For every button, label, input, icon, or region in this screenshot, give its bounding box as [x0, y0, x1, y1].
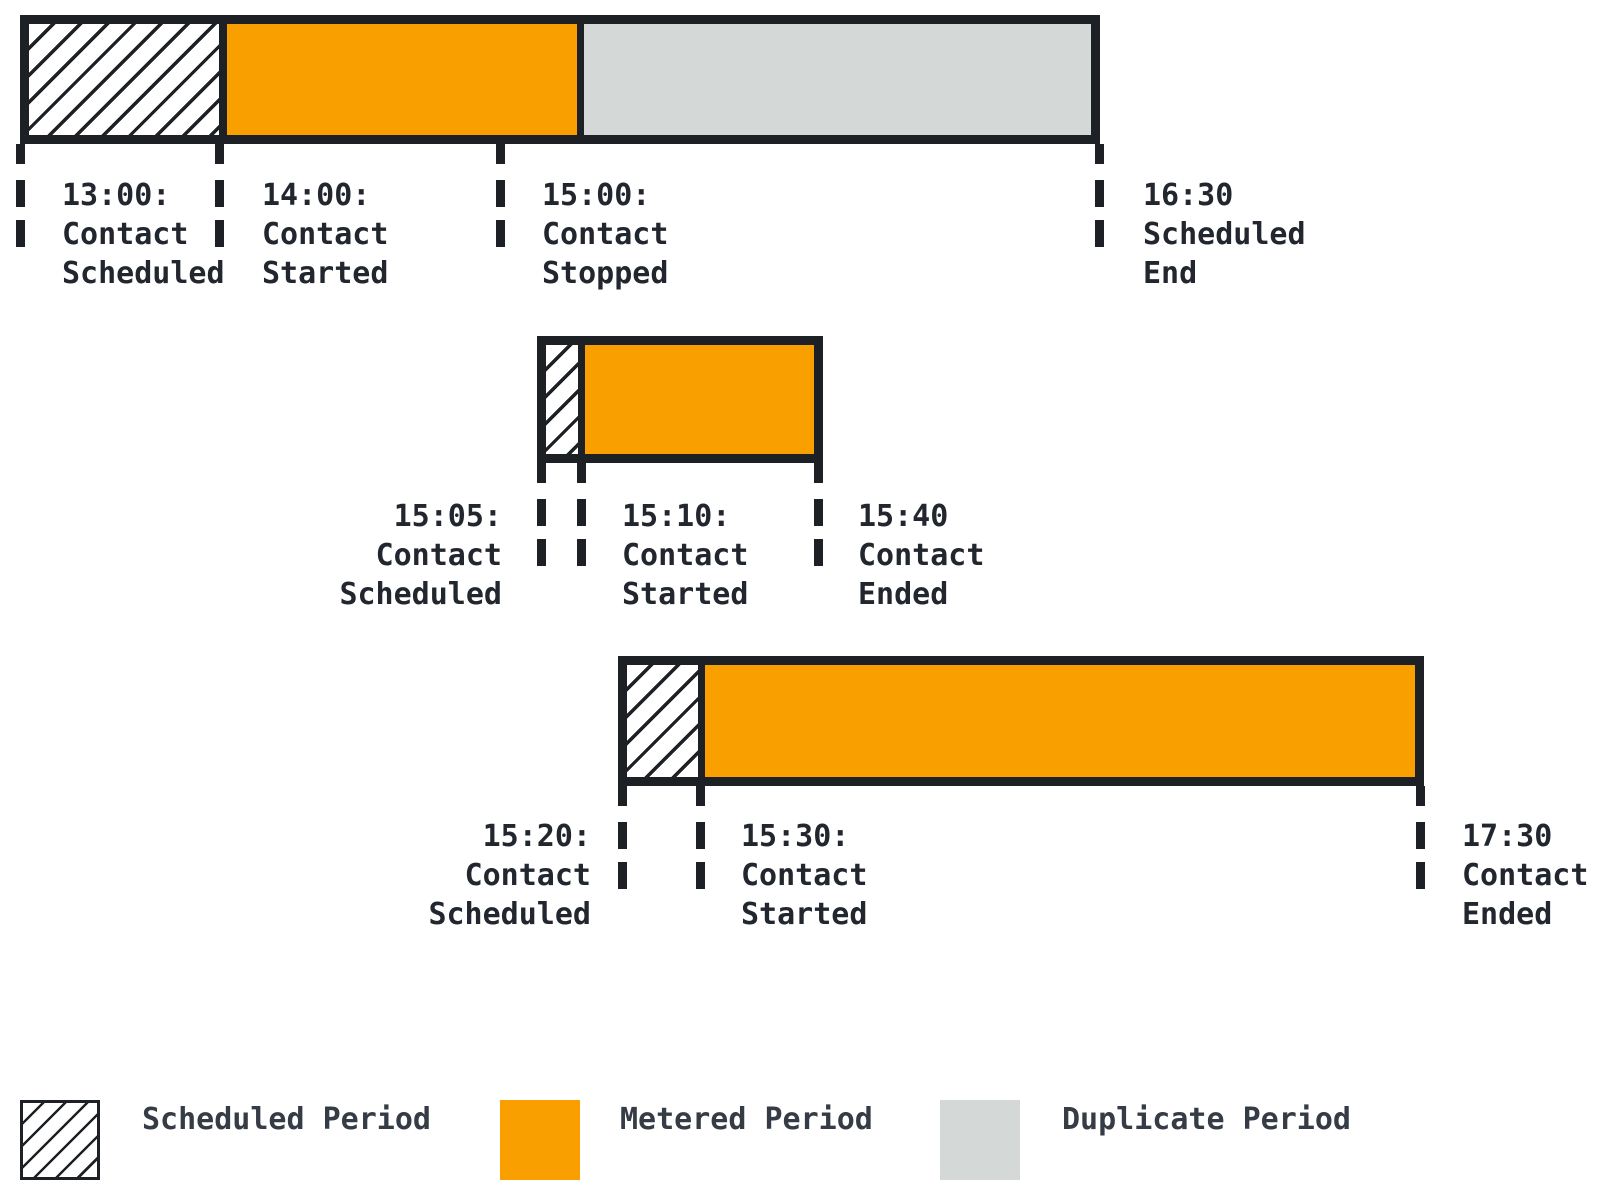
bar1-marker-scheduled-end: 16:30 Scheduled End [1143, 176, 1306, 293]
bar1-tick-14-00 [215, 144, 224, 247]
marker-event: End [1143, 256, 1198, 291]
marker-event: Ended [858, 577, 949, 612]
marker-event: Scheduled [1143, 217, 1306, 252]
bar3-marker-contact-ended: 17:30 Contact Ended [1462, 817, 1588, 934]
bar3-tick-17-30 [1416, 786, 1425, 889]
bar1-tick-16-30 [1095, 144, 1104, 247]
marker-event: Started [622, 577, 749, 612]
marker-time: 16:30 [1143, 178, 1234, 213]
legend-metered-period-label: Metered Period [620, 1102, 873, 1137]
bar2-marker-contact-ended: 15:40 Contact Ended [858, 497, 984, 614]
bar2-tick-15-05 [537, 463, 546, 566]
bar2-scheduled-period-segment [546, 345, 578, 454]
bar3-tick-15-30 [696, 786, 705, 889]
marker-event: Contact [1462, 858, 1589, 893]
bar1-tick-15-00 [496, 144, 505, 247]
bar3-scheduled-period-segment [627, 665, 698, 777]
marker-event: Contact [464, 858, 591, 893]
bar1-scheduled-period-segment [29, 24, 219, 135]
marker-event: Started [741, 897, 868, 932]
marker-event: Scheduled [339, 577, 502, 612]
bar1-metered-period-segment [219, 24, 577, 135]
marker-event: Contact [62, 217, 189, 252]
marker-event: Ended [1462, 897, 1553, 932]
bar1-marker-contact-stopped: 15:00: Contact Stopped [542, 176, 668, 293]
marker-event: Contact [858, 538, 985, 573]
legend-duplicate-period-swatch [940, 1100, 1020, 1180]
bar2-metered-period-segment [578, 345, 814, 454]
bar1-marker-contact-started: 14:00: Contact Started [262, 176, 388, 293]
bar2-tick-15-10 [577, 463, 586, 566]
marker-time: 14:00: [262, 178, 371, 213]
marker-event: Contact [622, 538, 749, 573]
marker-time: 17:30 [1462, 819, 1553, 854]
marker-event: Contact [741, 858, 868, 893]
bar3-marker-contact-scheduled: 15:20: Contact Scheduled [291, 817, 591, 934]
bar1-duplicate-period-segment [577, 24, 1091, 135]
marker-event: Started [262, 256, 389, 291]
marker-time: 15:20: [482, 819, 591, 854]
legend-duplicate-period-label: Duplicate Period [1062, 1102, 1351, 1137]
marker-time: 13:00: [62, 178, 171, 213]
legend-metered-period-swatch [500, 1100, 580, 1180]
bar1-marker-contact-scheduled: 13:00: Contact Scheduled [62, 176, 225, 293]
bar3-tick-15-20 [618, 786, 627, 889]
marker-time: 15:40 [858, 499, 949, 534]
marker-event: Scheduled [62, 256, 225, 291]
marker-event: Scheduled [428, 897, 591, 932]
marker-time: 15:00: [542, 178, 651, 213]
marker-time: 15:10: [622, 499, 731, 534]
bar2-tick-15-40 [814, 463, 823, 566]
marker-event: Contact [375, 538, 502, 573]
timeline-bar-1 [20, 15, 1100, 144]
legend-scheduled-period-label: Scheduled Period [142, 1102, 431, 1137]
timeline-bar-2 [537, 336, 823, 463]
marker-event: Contact [542, 217, 669, 252]
bar3-marker-contact-started: 15:30: Contact Started [741, 817, 867, 934]
legend-scheduled-period-swatch [20, 1100, 100, 1180]
timeline-bar-3 [618, 656, 1424, 786]
marker-event: Stopped [542, 256, 669, 291]
marker-time: 15:05: [393, 499, 502, 534]
bar2-marker-contact-scheduled: 15:05: Contact Scheduled [202, 497, 502, 614]
marker-event: Contact [262, 217, 389, 252]
marker-time: 15:30: [741, 819, 850, 854]
bar2-marker-contact-started: 15:10: Contact Started [622, 497, 748, 614]
bar3-metered-period-segment [698, 665, 1415, 777]
bar1-tick-13-00 [16, 144, 25, 247]
